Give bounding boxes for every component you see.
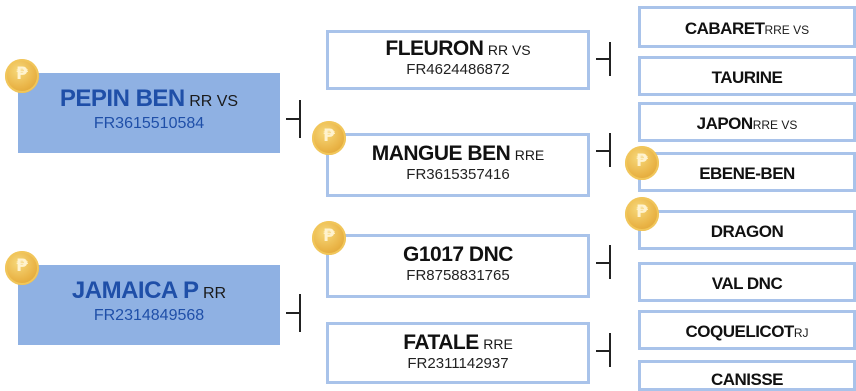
- animal-name: CANISSE: [710, 370, 784, 389]
- animal-card-japon: JAPONRRE VS: [638, 102, 856, 142]
- animal-card-g1017-dnc: G1017 DNC FR8758831765: [326, 234, 590, 298]
- animal-reg: FR2314849568: [93, 307, 205, 324]
- animal-name: FLEURON: [385, 37, 484, 60]
- gold-medal-icon: [5, 251, 39, 285]
- animal-tag: RR VS: [189, 93, 239, 110]
- gold-medal-icon: [5, 59, 39, 93]
- animal-reg: FR3615510584: [93, 115, 205, 132]
- connector-line: [596, 150, 610, 152]
- animal-card-taurine: TAURINE: [638, 56, 856, 96]
- animal-name: FATALE: [403, 331, 479, 354]
- animal-card-pepin-ben: PEPIN BEN RR VS FR3615510584: [18, 73, 280, 153]
- animal-tag: RR: [202, 285, 227, 302]
- animal-card-jamaica-p: JAMAICA P RR FR2314849568: [18, 265, 280, 345]
- animal-tag: RRE: [514, 147, 545, 163]
- animal-name: TAURINE: [711, 68, 783, 87]
- animal-name: VAL DNC: [711, 274, 783, 293]
- animal-card-fleuron: FLEURON RR VS FR4624486872: [326, 30, 590, 90]
- animal-name: JAMAICA P: [71, 277, 199, 304]
- connector-line: [609, 133, 611, 167]
- animal-reg: FR3615357416: [406, 166, 510, 183]
- animal-name: MANGUE BEN: [371, 142, 511, 165]
- animal-name: COQUELICOT: [685, 322, 794, 341]
- animal-card-dragon: DRAGON: [638, 210, 856, 250]
- animal-name: G1017 DNC: [403, 243, 513, 266]
- animal-tag: RRE VS: [764, 23, 810, 37]
- animal-card-fatale: FATALE RRE FR2311142937: [326, 322, 590, 384]
- animal-name: JAPON: [696, 114, 754, 133]
- animal-card-mangue-ben: MANGUE BEN RRE FR3615357416: [326, 133, 590, 197]
- gold-medal-icon: [625, 146, 659, 180]
- animal-name: DRAGON: [710, 222, 784, 241]
- animal-card-canisse: CANISSE: [638, 360, 856, 391]
- animal-reg: FR4624486872: [406, 61, 510, 78]
- animal-name: PEPIN BEN: [59, 85, 185, 112]
- connector-line: [286, 312, 300, 314]
- animal-name: CABARET: [684, 19, 765, 38]
- animal-tag: RRE VS: [752, 118, 798, 132]
- connector-line: [596, 350, 610, 352]
- animal-tag: RRE: [483, 336, 513, 352]
- gold-medal-icon: [312, 221, 346, 255]
- connector-line: [596, 262, 610, 264]
- connector-line: [299, 100, 301, 138]
- animal-reg: FR8758831765: [406, 267, 510, 284]
- animal-card-ebene-ben: EBENE-BEN: [638, 152, 856, 192]
- gold-medal-icon: [625, 197, 659, 231]
- connector-line: [299, 294, 301, 332]
- animal-card-cabaret: CABARETRRE VS: [638, 6, 856, 48]
- animal-card-coquelicot: COQUELICOTRJ: [638, 310, 856, 350]
- animal-tag: RR VS: [487, 42, 531, 58]
- connector-line: [596, 58, 610, 60]
- animal-reg: FR2311142937: [407, 355, 509, 372]
- connector-line: [609, 333, 611, 367]
- animal-card-val-dnc: VAL DNC: [638, 262, 856, 302]
- animal-name: EBENE-BEN: [699, 164, 795, 183]
- connector-line: [609, 245, 611, 279]
- connector-line: [286, 118, 300, 120]
- animal-tag: RJ: [793, 326, 809, 340]
- gold-medal-icon: [312, 121, 346, 155]
- connector-line: [609, 42, 611, 76]
